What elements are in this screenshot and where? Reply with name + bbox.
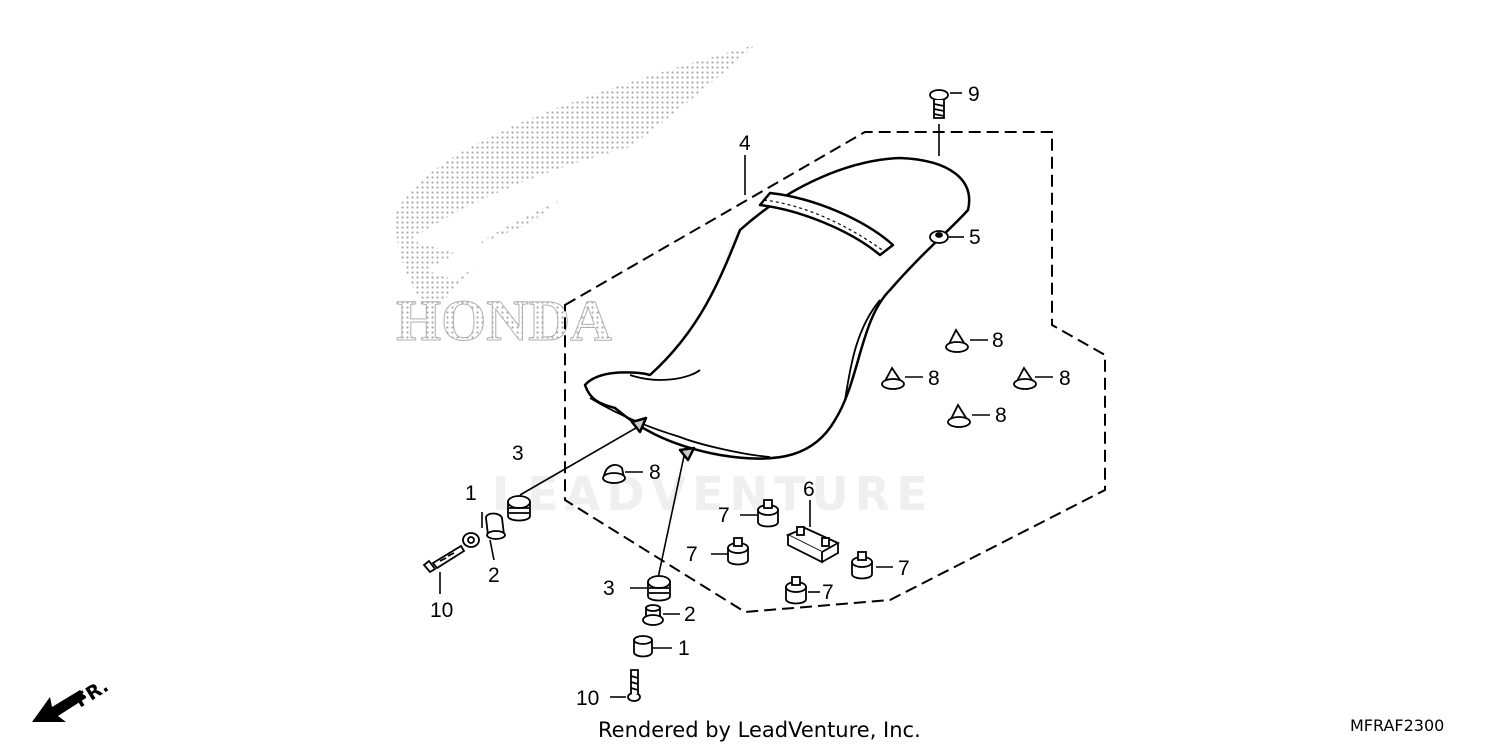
callout-1-b: 1 xyxy=(678,637,690,660)
diagram-code: MFRAF2300 xyxy=(1350,716,1445,735)
callout-9: 9 xyxy=(968,83,980,106)
callout-3-b: 3 xyxy=(603,577,615,600)
callout-8-b: 8 xyxy=(928,367,940,390)
seat xyxy=(583,156,971,462)
leader-lines xyxy=(439,92,1053,698)
part-9-screw xyxy=(929,89,949,119)
part-8-cushions xyxy=(602,328,1037,484)
honda-wordmark: HONDA xyxy=(396,288,612,353)
front-direction-arrow: FR. xyxy=(32,675,112,722)
callout-8-d: 8 xyxy=(995,404,1007,427)
callout-labels: 9 4 5 8 8 8 8 8 3 1 2 10 6 7 7 7 7 3 2 1… xyxy=(430,83,1071,710)
part-5-grommet xyxy=(929,230,949,244)
callout-8-e: 8 xyxy=(649,461,661,484)
callout-2-b: 2 xyxy=(684,603,696,626)
callout-7-c: 7 xyxy=(822,581,834,604)
callout-7-a: 7 xyxy=(718,504,730,527)
callout-8-c: 8 xyxy=(1059,367,1071,390)
part-3-rubbers xyxy=(507,495,671,602)
part-1-washers xyxy=(462,532,653,658)
front-label: FR. xyxy=(71,675,112,712)
callout-6: 6 xyxy=(803,478,815,501)
hardware-group-outline xyxy=(564,131,1106,614)
callout-5: 5 xyxy=(969,226,981,249)
callout-7-d: 7 xyxy=(898,557,910,580)
callout-4: 4 xyxy=(739,132,751,155)
callout-8-a: 8 xyxy=(992,329,1004,352)
part-7-rubbers xyxy=(727,499,873,605)
part-10-bolts xyxy=(422,544,641,702)
callout-7-b: 7 xyxy=(686,543,698,566)
callout-10-b: 10 xyxy=(576,687,599,710)
part-2-collars xyxy=(485,512,664,626)
leadventure-watermark-text: LEADVENTURE xyxy=(492,467,934,521)
callout-3-a: 3 xyxy=(512,442,524,465)
rendered-by-credit: Rendered by LeadVenture, Inc. xyxy=(598,718,921,742)
callout-1-a: 1 xyxy=(465,482,477,505)
honda-wing-logo: HONDA xyxy=(395,45,755,354)
part-6-bracket xyxy=(785,526,840,564)
callout-10-a: 10 xyxy=(430,599,453,622)
callout-2-a: 2 xyxy=(488,564,500,587)
